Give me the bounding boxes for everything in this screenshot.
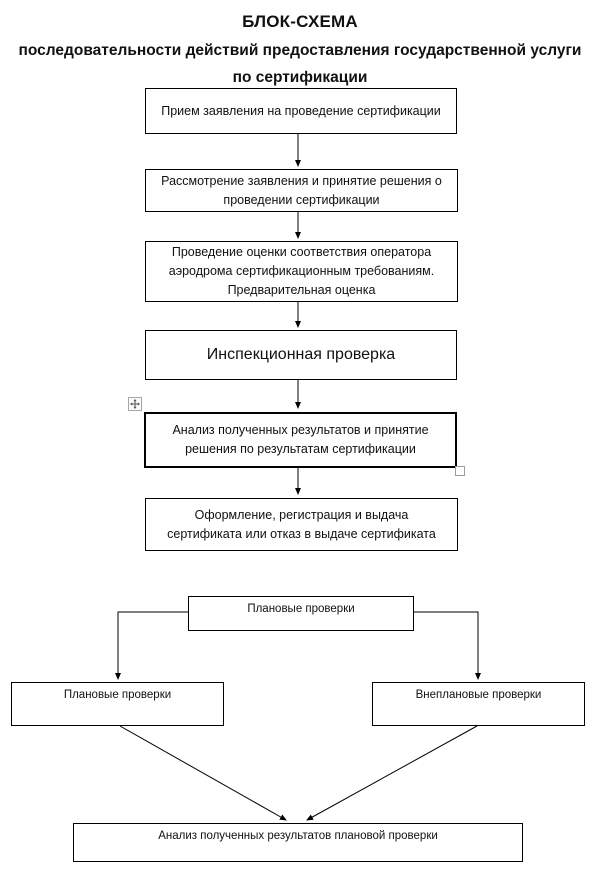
diagram-title: БЛОК-СХЕМА последовательности действий п… bbox=[0, 12, 600, 96]
title-line-3: по сертификации bbox=[232, 69, 368, 86]
resize-handle-icon[interactable] bbox=[455, 466, 465, 476]
flow-step-results-analysis[interactable]: Анализ полученных результатов и принятие… bbox=[144, 412, 457, 468]
node-unscheduled-checks[interactable]: Внеплановые проверки bbox=[372, 682, 585, 726]
node-scheduled-checks-root[interactable]: Плановые проверки bbox=[188, 596, 414, 631]
flow-step-certificate-issue[interactable]: Оформление, регистрация и выдача сертифи… bbox=[145, 498, 458, 551]
four-way-arrow-icon bbox=[130, 399, 140, 409]
arrow-root-right bbox=[414, 611, 481, 680]
title-line-1: БЛОК-СХЕМА bbox=[242, 12, 358, 31]
flow-step-review-decision[interactable]: Рассмотрение заявления и принятие решени… bbox=[145, 169, 458, 212]
node-check-results-analysis[interactable]: Анализ полученных результатов плановой п… bbox=[73, 823, 523, 862]
arrow-left-result bbox=[119, 725, 287, 821]
arrow-right-result bbox=[306, 725, 478, 821]
title-line-2: последовательности действий предоставлен… bbox=[18, 42, 582, 59]
flow-step-inspection-check[interactable]: Инспекционная проверка bbox=[145, 330, 457, 380]
move-handle-icon[interactable] bbox=[128, 397, 142, 411]
node-scheduled-checks[interactable]: Плановые проверки bbox=[11, 682, 224, 726]
flow-step-application-reception[interactable]: Прием заявления на проведение сертификац… bbox=[145, 88, 457, 134]
arrow-root-left bbox=[115, 611, 188, 680]
flow-step-compliance-assessment[interactable]: Проведение оценки соответствия оператора… bbox=[145, 241, 458, 302]
